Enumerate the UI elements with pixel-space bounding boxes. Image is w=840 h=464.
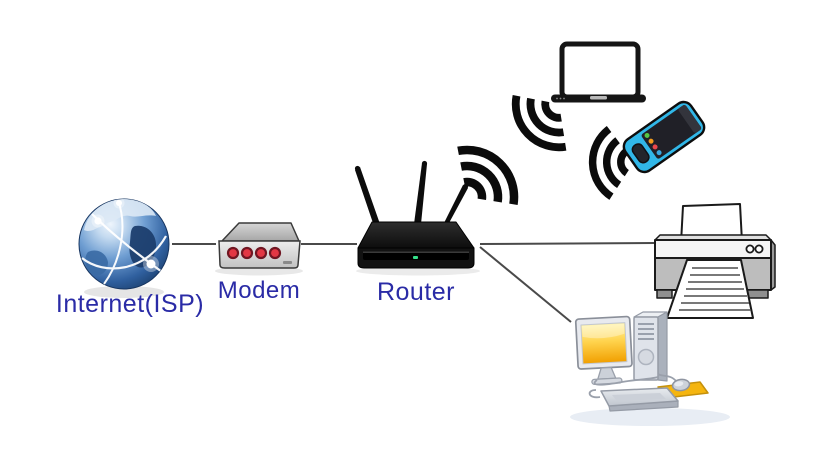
modem-icon <box>215 222 303 276</box>
printer-buttons <box>745 244 764 254</box>
modem-light <box>254 246 268 260</box>
printer-icon <box>654 203 776 319</box>
desktop-computer-icon <box>570 311 730 426</box>
router-led <box>413 256 418 259</box>
router-icon <box>354 160 480 276</box>
computer-mouse <box>671 378 691 392</box>
router-antenna <box>355 167 380 226</box>
smartphone-icon <box>622 100 706 174</box>
modem-light <box>226 246 240 260</box>
desktop-shadow <box>570 408 730 426</box>
router-antenna <box>443 185 468 225</box>
computer-monitor <box>574 315 633 385</box>
connection-router-desktop <box>479 246 572 323</box>
computer-cables <box>588 373 677 399</box>
globe-shadow <box>84 286 164 298</box>
router-antenna <box>414 163 427 224</box>
modem-light <box>240 246 254 260</box>
laptop-icon <box>551 41 646 103</box>
connection-router-printer <box>479 242 655 245</box>
computer-tower <box>633 311 668 382</box>
modem-light <box>268 246 282 260</box>
smartphone-app-dots <box>644 132 662 156</box>
globe-icon <box>78 198 170 298</box>
wifi-signal-icon <box>591 128 627 197</box>
modem-label: Modem <box>217 277 301 304</box>
computer-keyboard <box>600 387 679 412</box>
globe-network-nodes <box>91 199 159 272</box>
smartphone-button <box>631 143 650 164</box>
router-label: Router <box>376 278 456 306</box>
router-antennas <box>354 160 469 226</box>
modem-lights <box>226 246 282 260</box>
internet-label: Internet(ISP) <box>55 290 205 318</box>
